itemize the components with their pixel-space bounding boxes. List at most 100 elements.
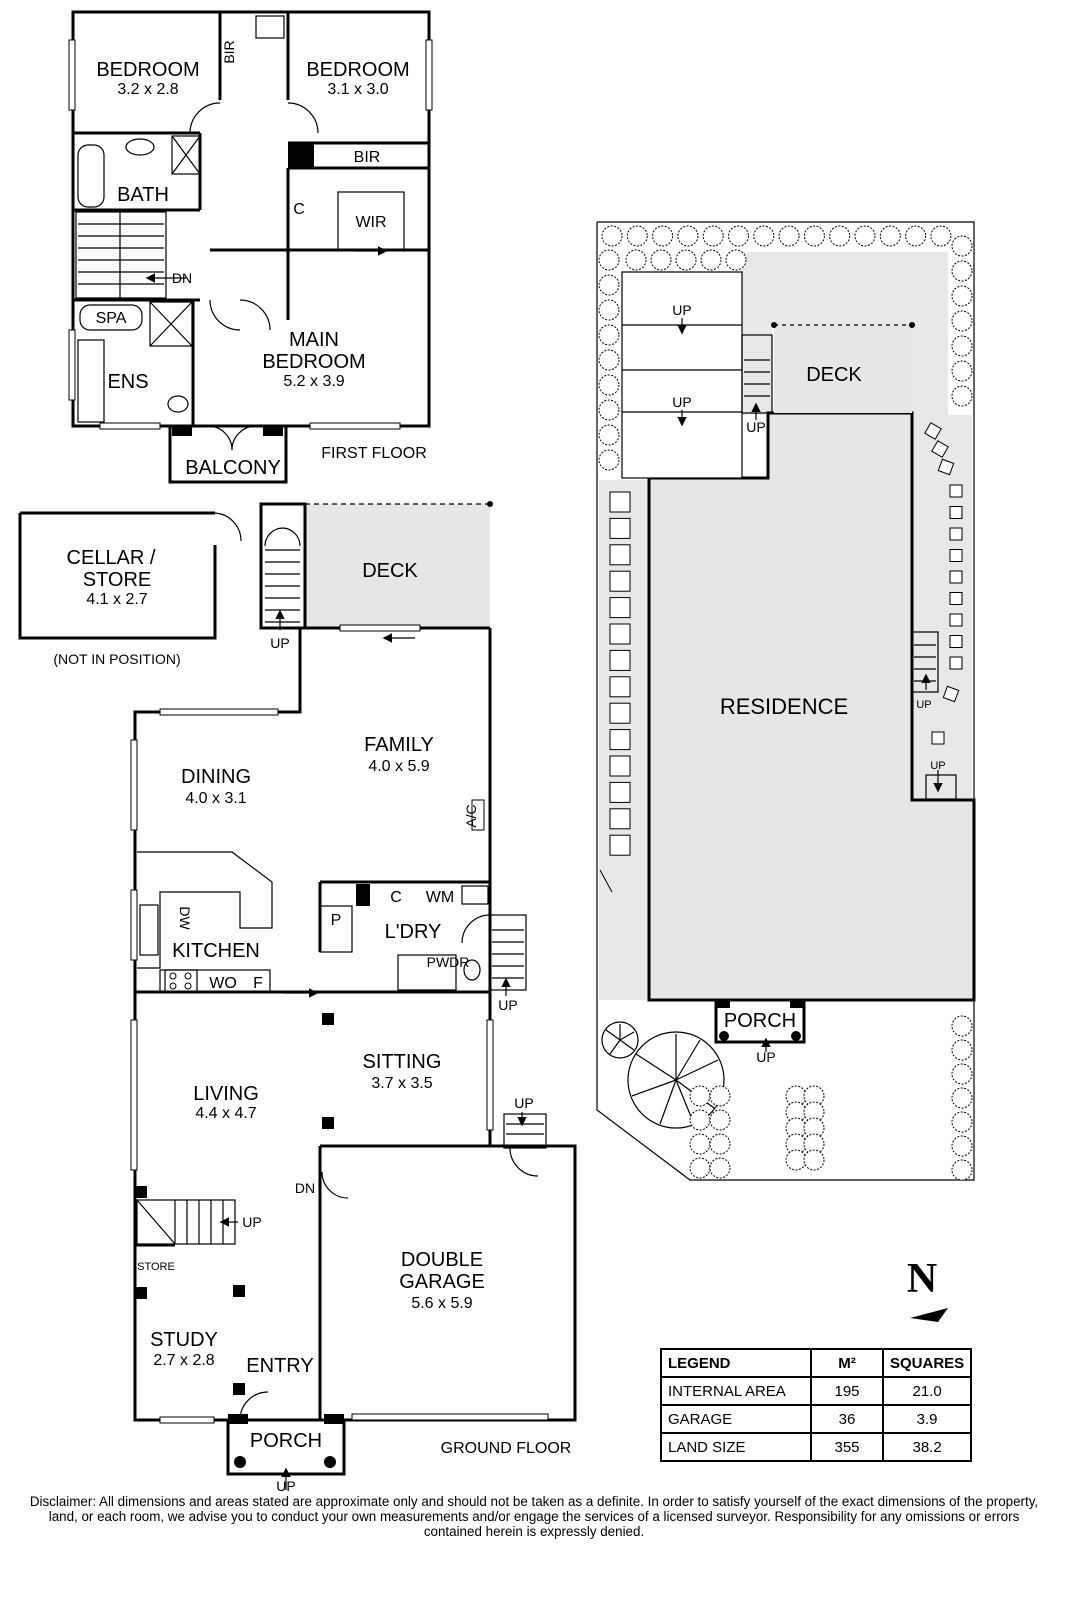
closet-label: C bbox=[293, 201, 305, 218]
paver-mark bbox=[609, 544, 631, 566]
shrub-mark bbox=[598, 299, 620, 321]
north-compass: N bbox=[907, 1256, 948, 1322]
main-bedroom-label-2: BEDROOM bbox=[262, 351, 365, 373]
legend-row-m2: 36 bbox=[810, 1404, 884, 1434]
dishwasher-label: DW bbox=[177, 906, 193, 930]
shrub-mark bbox=[951, 235, 973, 257]
shrub-mark bbox=[879, 225, 901, 247]
site-plan: RESIDENCE DECK PORCH UP UP UP UP UP UP bbox=[596, 221, 976, 1181]
shrub-mark bbox=[785, 1149, 807, 1171]
bedroom-2-dimensions: 3.2 x 2.8 bbox=[117, 81, 178, 98]
wir-label: WIR bbox=[355, 214, 386, 231]
paver-mark bbox=[609, 702, 631, 724]
shrub-mark bbox=[598, 424, 620, 446]
ensuite-label: ENS bbox=[107, 371, 148, 393]
paver-mark bbox=[949, 613, 963, 627]
shrub-mark bbox=[803, 1149, 825, 1171]
balcony-label: BALCONY bbox=[185, 457, 281, 479]
bir-label-1: BIR bbox=[221, 40, 237, 63]
shrub-mark bbox=[951, 1015, 973, 1037]
first-floor-plan: BEDROOM 3.2 x 2.8 BEDROOM 3.1 x 3.0 BIR … bbox=[68, 10, 433, 484]
living-label: LIVING bbox=[193, 1083, 259, 1105]
family-label: FAMILY bbox=[364, 734, 434, 756]
legend-row: GARAGE 36 3.9 bbox=[660, 1404, 973, 1434]
paver-mark bbox=[949, 549, 963, 562]
legend-row-label: INTERNAL AREA bbox=[660, 1376, 812, 1406]
paver-mark bbox=[609, 649, 631, 671]
fridge-label: F bbox=[253, 975, 263, 992]
garage-label-1: DOUBLE bbox=[401, 1249, 483, 1271]
cellar-label-1: CELLAR / bbox=[67, 547, 156, 569]
paver-mark bbox=[949, 592, 963, 605]
paver-mark bbox=[609, 834, 631, 856]
residence-label: RESIDENCE bbox=[720, 694, 848, 719]
shrub-mark bbox=[709, 1157, 731, 1179]
legend-header-m2: M² bbox=[810, 1348, 884, 1378]
legend-row-squares: 21.0 bbox=[881, 1376, 973, 1406]
paver-mark bbox=[949, 656, 963, 670]
shrub-mark bbox=[598, 449, 620, 471]
paver-mark bbox=[609, 781, 631, 803]
paver-mark bbox=[949, 484, 963, 498]
cellar-note: (NOT IN POSITION) bbox=[53, 651, 180, 667]
shrub-mark bbox=[951, 1063, 973, 1085]
deck-label: DECK bbox=[362, 560, 418, 582]
shrub-mark bbox=[598, 374, 620, 396]
ground-floor-plan: CELLAR / STORE 4.1 x 2.7 (NOT IN POSITIO… bbox=[18, 501, 577, 1494]
ac-label: A/C bbox=[463, 804, 479, 827]
shrub-mark bbox=[598, 274, 620, 296]
main-stair-up-label: UP bbox=[242, 1214, 261, 1230]
side-stair-up-label: UP bbox=[498, 997, 517, 1013]
legend-row-label: GARAGE bbox=[660, 1404, 812, 1434]
powder-room-label: PWDR bbox=[427, 954, 470, 970]
paver-mark bbox=[609, 676, 631, 698]
first-floor-caption: FIRST FLOOR bbox=[321, 445, 427, 462]
dining-dimensions: 4.0 x 3.1 bbox=[185, 790, 246, 807]
paver-mark bbox=[942, 685, 960, 703]
washing-machine-label: WM bbox=[426, 889, 454, 906]
shrub-mark bbox=[951, 335, 973, 357]
legend-row-m2: 355 bbox=[810, 1432, 884, 1462]
shrub-mark bbox=[728, 225, 749, 247]
porch-up-label: UP bbox=[276, 1478, 295, 1494]
deck-up-label: UP bbox=[270, 635, 289, 651]
shrub-mark bbox=[689, 1157, 711, 1179]
site-up-label-5: UP bbox=[916, 699, 931, 711]
ground-dn-label: DN bbox=[295, 1180, 315, 1196]
legend-row-squares: 3.9 bbox=[881, 1404, 973, 1434]
site-deck-label: DECK bbox=[806, 364, 862, 386]
paver-mark bbox=[937, 458, 955, 476]
paver-mark bbox=[949, 635, 963, 648]
disclaimer-text: Disclaimer: All dimensions and areas sta… bbox=[29, 1494, 1039, 1539]
bedroom-3-dimensions: 3.1 x 3.0 bbox=[327, 81, 388, 98]
shrub-mark bbox=[689, 1133, 711, 1155]
shrub-mark bbox=[677, 225, 699, 247]
landscape-pavers bbox=[609, 422, 963, 856]
shrub-mark bbox=[650, 249, 672, 271]
paver-mark bbox=[609, 517, 631, 539]
legend-row-squares: 38.2 bbox=[881, 1432, 973, 1462]
bir-label-2: BIR bbox=[354, 149, 381, 166]
living-dimensions: 4.4 x 4.7 bbox=[195, 1105, 256, 1122]
main-bedroom-dimensions: 5.2 x 3.9 bbox=[283, 373, 344, 390]
main-bedroom-label-1: MAIN bbox=[289, 329, 339, 351]
shrub-mark bbox=[601, 225, 623, 247]
paver-mark bbox=[949, 506, 963, 519]
shrub-mark bbox=[675, 249, 697, 271]
bath-label: BATH bbox=[117, 184, 169, 206]
shrub-mark bbox=[951, 360, 973, 382]
shrub-mark bbox=[652, 225, 674, 247]
garage-label-2: GARAGE bbox=[399, 1271, 485, 1293]
garage-dimensions: 5.6 x 5.9 bbox=[411, 1295, 472, 1312]
paver-mark bbox=[931, 440, 949, 458]
shrub-mark bbox=[930, 225, 952, 247]
site-porch-label: PORCH bbox=[724, 1010, 796, 1032]
site-up-label-3: UP bbox=[746, 419, 765, 435]
laundry-label: L'DRY bbox=[385, 921, 442, 943]
paver-mark bbox=[609, 597, 631, 619]
floor-plan-drawing: BEDROOM 3.2 x 2.8 BEDROOM 3.1 x 3.0 BIR … bbox=[18, 10, 976, 1494]
paver-mark bbox=[609, 808, 631, 830]
site-up-label-1: UP bbox=[672, 302, 691, 318]
area-legend-table: LEGEND M² SQUARES INTERNAL AREA 195 21.0… bbox=[660, 1348, 973, 1462]
shrub-mark bbox=[951, 1111, 973, 1133]
